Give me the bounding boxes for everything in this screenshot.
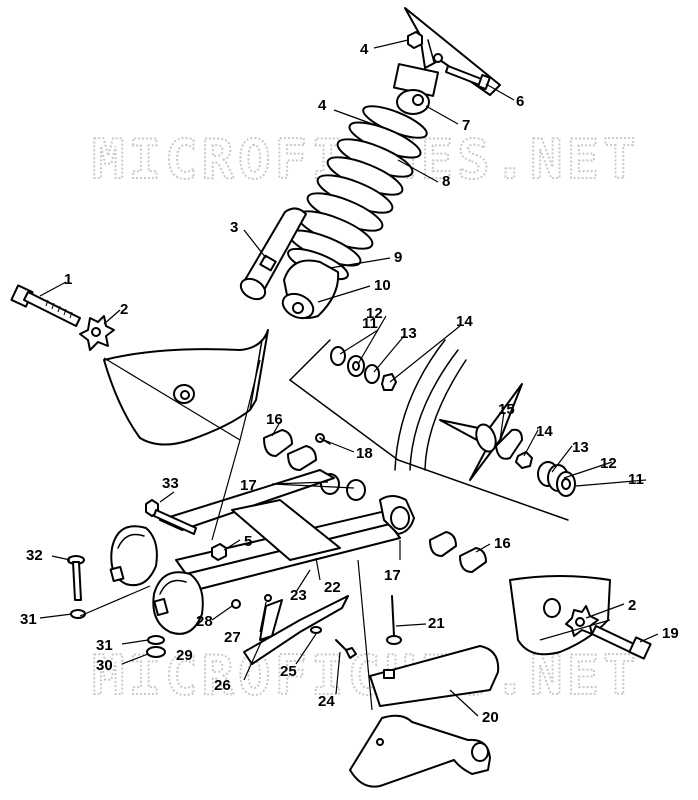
frame-rail-right [289,339,569,521]
small-parts-27-28 [231,594,272,609]
guard-plate-26 [243,595,349,665]
callout-16-left: 16 [266,411,283,428]
bolt-6 [445,65,491,91]
callout-31-a: 31 [20,611,37,628]
callout-1: 1 [64,271,72,288]
bolt-1 [10,284,81,327]
pin-25-bolt-24 [310,626,357,659]
callout-12-top: 12 [366,305,383,322]
callout-32: 32 [26,547,43,564]
bolt-33 [145,499,197,535]
callout-22: 22 [324,579,341,596]
shock-spring [287,105,428,281]
callout-5-top: 4 [360,41,369,58]
skid-plate-20 [369,645,500,707]
nut-5-top [407,31,423,49]
nut-5-lower [211,543,227,561]
callout-6: 6 [516,93,524,110]
callout-13-top: 13 [400,325,417,342]
callout-31-b: 31 [96,637,113,654]
callout-8: 8 [442,173,450,190]
callout-2-right: 2 [628,597,636,614]
a-arm-assembly [109,469,415,635]
callout-14-right: 14 [536,423,553,440]
callout-12-right: 12 [600,455,617,472]
washers-31-30 [70,609,166,658]
bushings-16-left [263,429,331,471]
callout-15: 15 [498,401,515,418]
callout-33: 33 [162,475,179,492]
callout-2-left: 2 [120,301,128,318]
callout-21: 21 [428,615,445,632]
callout-18: 18 [356,445,373,462]
shock-upper-eye [392,63,440,115]
callout-17-left: 17 [240,477,257,494]
left-mount-plate [103,329,269,446]
callout-13-right: 13 [572,439,589,456]
callout-16-right: 16 [494,535,511,552]
callout-29: 29 [176,647,193,664]
bolt-32 [67,555,85,601]
callout-5-lower: 5 [244,533,252,550]
callout-labels: 4 6 4 7 8 3 9 10 1 2 11 12 13 14 16 18 1… [20,41,679,726]
callout-23: 23 [290,587,307,604]
callout-11-right: 11 [628,471,644,488]
shock-reservoir [239,207,307,301]
callout-leaders [39,39,659,717]
callout-10: 10 [374,277,391,294]
lower-bracket [349,714,491,788]
callout-24: 24 [318,693,335,710]
callout-19: 19 [662,625,679,642]
bolt-21 [386,595,402,645]
callout-27: 27 [224,629,241,646]
callout-26: 26 [214,677,231,694]
callout-28: 28 [196,613,213,630]
callout-7: 7 [462,117,470,134]
callout-30: 30 [96,657,113,674]
callout-25: 25 [280,663,297,680]
callout-17-right: 17 [384,567,401,584]
callout-11-top: 11 [362,315,378,332]
callout-4: 4 [318,97,327,114]
assembly-lines [79,357,611,711]
shock-lower-body [281,259,340,320]
callout-9: 9 [394,249,402,266]
callout-3: 3 [230,219,238,236]
callout-14-top: 14 [456,313,473,330]
bushings-16-right [429,531,487,573]
lock-washer-2-left [79,315,115,351]
callout-20: 20 [482,709,499,726]
